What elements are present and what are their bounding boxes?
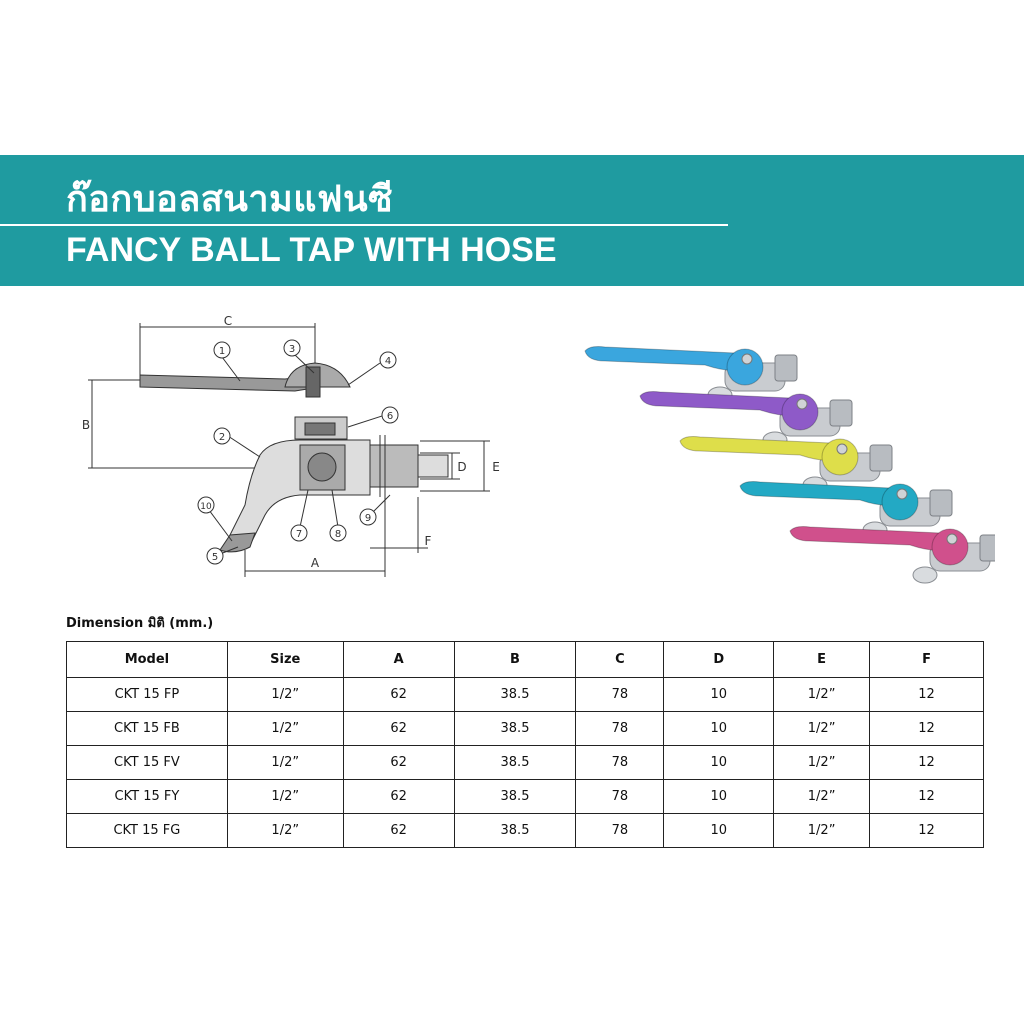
header-d: D xyxy=(663,641,775,678)
dimension-label: Dimension มิติ (mm.) xyxy=(66,616,214,631)
table-cell: 1/2” xyxy=(226,745,344,780)
table-cell: 1/2” xyxy=(226,779,344,814)
table-cell: 12 xyxy=(869,711,984,746)
part-number-9: 9 xyxy=(365,513,371,524)
dim-label-e: E xyxy=(492,460,500,474)
part-number-8: 8 xyxy=(335,529,341,540)
table-cell: 10 xyxy=(663,813,775,848)
table-cell: 10 xyxy=(663,677,775,712)
table-cell: 12 xyxy=(869,779,984,814)
part-number-4: 4 xyxy=(385,356,391,367)
table-cell: 62 xyxy=(342,779,455,814)
table-cell: 38.5 xyxy=(453,677,577,712)
table-cell: 78 xyxy=(575,677,665,712)
table-cell: 1/2” xyxy=(773,745,871,780)
table-cell: 62 xyxy=(342,677,455,712)
dim-label-a: A xyxy=(311,556,320,570)
table-cell: CKT 15 FP xyxy=(66,677,228,712)
table-cell: 12 xyxy=(869,745,984,780)
part-number-5: 5 xyxy=(212,552,218,563)
header-c: C xyxy=(575,641,665,678)
table-cell: 62 xyxy=(342,711,455,746)
table-cell: 1/2” xyxy=(773,779,871,814)
table-cell: 12 xyxy=(869,677,984,712)
tap-5 xyxy=(789,526,995,584)
part-number-7: 7 xyxy=(296,529,302,540)
table-cell: 78 xyxy=(575,779,665,814)
table-cell: 10 xyxy=(663,745,775,780)
dim-label-f: F xyxy=(425,534,432,548)
dim-label-b: B xyxy=(82,418,90,432)
title-thai: ก๊อกบอลสนามแฟนซี xyxy=(66,179,394,220)
technical-drawing: C B D E A F 1 2 3 4 5 6 7 8 9 10 xyxy=(82,314,500,577)
table-cell: 78 xyxy=(575,711,665,746)
table-cell: 38.5 xyxy=(453,813,577,848)
table-header-row: Model Size A B C D E F xyxy=(66,641,984,678)
dim-label-d: D xyxy=(457,460,466,474)
part-number-2: 2 xyxy=(219,432,225,443)
header-a: A xyxy=(342,641,455,678)
header-banner xyxy=(0,155,1024,286)
table-cell: 38.5 xyxy=(453,745,577,780)
header-e: E xyxy=(773,641,871,678)
header-size: Size xyxy=(226,641,344,678)
table-cell: CKT 15 FB xyxy=(66,711,228,746)
table-cell: 78 xyxy=(575,813,665,848)
part-number-10: 10 xyxy=(200,502,212,512)
header-model: Model xyxy=(66,641,228,678)
table-cell: 10 xyxy=(663,711,775,746)
table-cell: 1/2” xyxy=(226,711,344,746)
header-f: F xyxy=(869,641,984,678)
table-cell: 1/2” xyxy=(226,813,344,848)
title-english: FANCY BALL TAP WITH HOSE xyxy=(66,231,557,269)
table-cell: CKT 15 FG xyxy=(66,813,228,848)
dim-label-c: C xyxy=(224,314,232,328)
table-cell: 78 xyxy=(575,745,665,780)
table-cell: 1/2” xyxy=(226,677,344,712)
table-cell: 1/2” xyxy=(773,813,871,848)
part-number-3: 3 xyxy=(289,344,295,355)
part-number-1: 1 xyxy=(219,346,225,357)
tap-4 xyxy=(739,481,953,539)
table-cell: CKT 15 FV xyxy=(66,745,228,780)
table-cell: 10 xyxy=(663,779,775,814)
product-photo xyxy=(584,346,995,584)
table-cell: 1/2” xyxy=(773,711,871,746)
title-divider xyxy=(0,224,728,226)
table-cell: CKT 15 FY xyxy=(66,779,228,814)
table-cell: 1/2” xyxy=(773,677,871,712)
header-b: B xyxy=(453,641,577,678)
table-cell: 38.5 xyxy=(453,779,577,814)
table-cell: 12 xyxy=(869,813,984,848)
table-cell: 62 xyxy=(342,745,455,780)
table-cell: 38.5 xyxy=(453,711,577,746)
part-number-6: 6 xyxy=(387,411,393,422)
table-cell: 62 xyxy=(342,813,455,848)
